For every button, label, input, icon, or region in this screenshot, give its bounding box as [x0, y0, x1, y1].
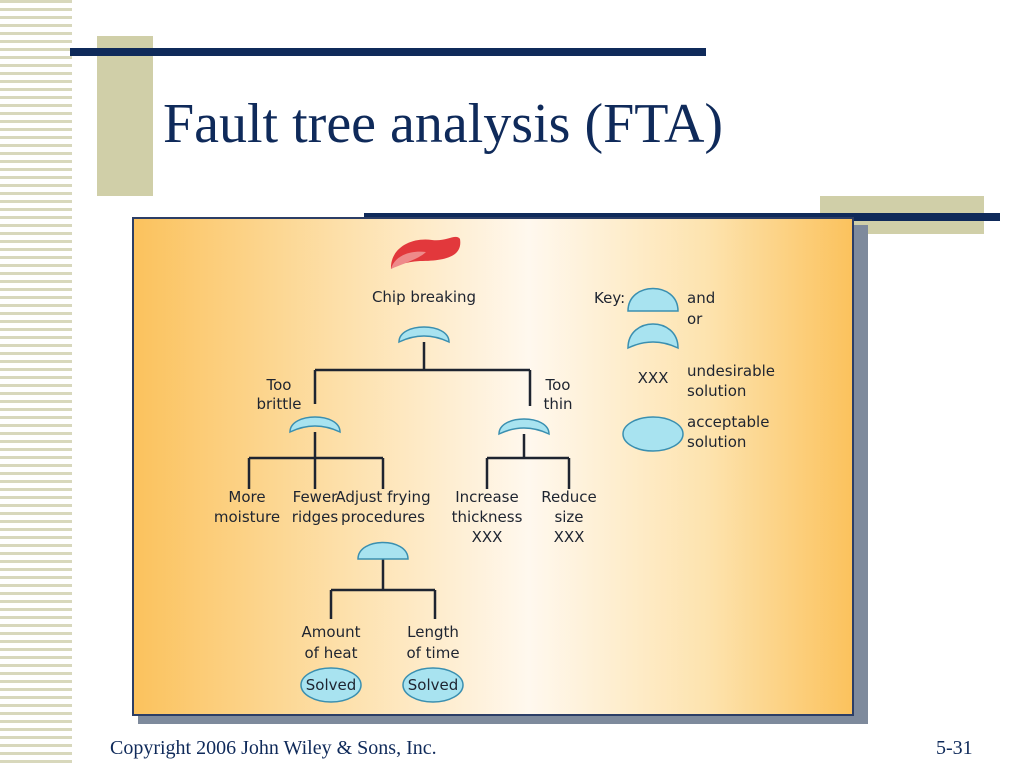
fault-tree-diagram: Chip breaking Too brittle Too thin More … — [132, 217, 854, 716]
legend-or-gate-icon — [627, 323, 679, 350]
node-chip-breaking: Chip breaking — [372, 288, 476, 306]
deco-line-top — [70, 48, 706, 56]
legend-and-gate-icon — [627, 287, 679, 312]
legend-or-label: or — [687, 310, 703, 328]
leaf-fewer-ridges-line2: ridges — [292, 508, 339, 526]
leaf-amount-of-heat-line1: Amount — [302, 623, 361, 641]
solved-oval-amount-of-heat — [300, 667, 362, 703]
legend-and-label: and — [687, 289, 715, 307]
leaf-more-moisture-line1: More — [228, 488, 265, 506]
leaf-amount-of-heat-line2: of heat — [304, 644, 357, 662]
legend: Key: and or XXX undesirable solution acc… — [594, 287, 775, 452]
solved-oval-length-of-time — [402, 667, 464, 703]
chip-icon — [390, 236, 461, 269]
or-gate-too-thin — [498, 418, 550, 436]
connector-lines — [247, 342, 571, 619]
leaf-length-of-time-line1: Length — [407, 623, 459, 641]
legend-undesirable-line2: solution — [687, 382, 746, 400]
legend-undesirable-symbol: XXX — [638, 369, 669, 387]
legend-undesirable-line1: undesirable — [687, 362, 775, 380]
legend-acceptable-line1: acceptable — [687, 413, 769, 431]
or-gate-chip-breaking — [398, 326, 450, 344]
leaf-more-moisture-line2: moisture — [214, 508, 280, 526]
leaf-length-of-time-line2: of time — [406, 644, 459, 662]
decorative-stripes — [0, 0, 72, 767]
leaf-reduce-size-line2: size — [554, 508, 583, 526]
and-gate-adjust-frying — [357, 541, 409, 560]
solved-label-amount-of-heat: Solved — [306, 676, 357, 694]
node-too-thin-line1: Too — [545, 376, 571, 394]
leaf-adjust-frying-line2: procedures — [341, 508, 425, 526]
node-too-brittle-line1: Too — [266, 376, 292, 394]
solved-label-length-of-time: Solved — [408, 676, 459, 694]
leaf-fewer-ridges-line1: Fewer — [293, 488, 339, 506]
legend-title: Key: — [594, 289, 625, 307]
leaf-increase-thickness-mark: XXX — [472, 528, 503, 546]
leaf-adjust-frying-line1: Adjust frying — [335, 488, 430, 506]
slide-number: 5-31 — [936, 737, 973, 759]
or-gate-too-brittle — [289, 416, 341, 434]
leaf-increase-thickness-line2: thickness — [452, 508, 523, 526]
deco-block-left — [97, 36, 153, 196]
node-too-brittle-line2: brittle — [256, 395, 301, 413]
node-too-thin-line2: thin — [543, 395, 572, 413]
leaf-increase-thickness-line1: Increase — [455, 488, 518, 506]
leaf-reduce-size-mark: XXX — [554, 528, 585, 546]
copyright-notice: Copyright 2006 John Wiley & Sons, Inc. — [110, 737, 437, 759]
legend-acceptable-line2: solution — [687, 433, 746, 451]
slide-title: Fault tree analysis (FTA) — [163, 93, 724, 155]
leaf-reduce-size-line1: Reduce — [541, 488, 596, 506]
legend-acceptable-oval-icon — [622, 416, 684, 452]
